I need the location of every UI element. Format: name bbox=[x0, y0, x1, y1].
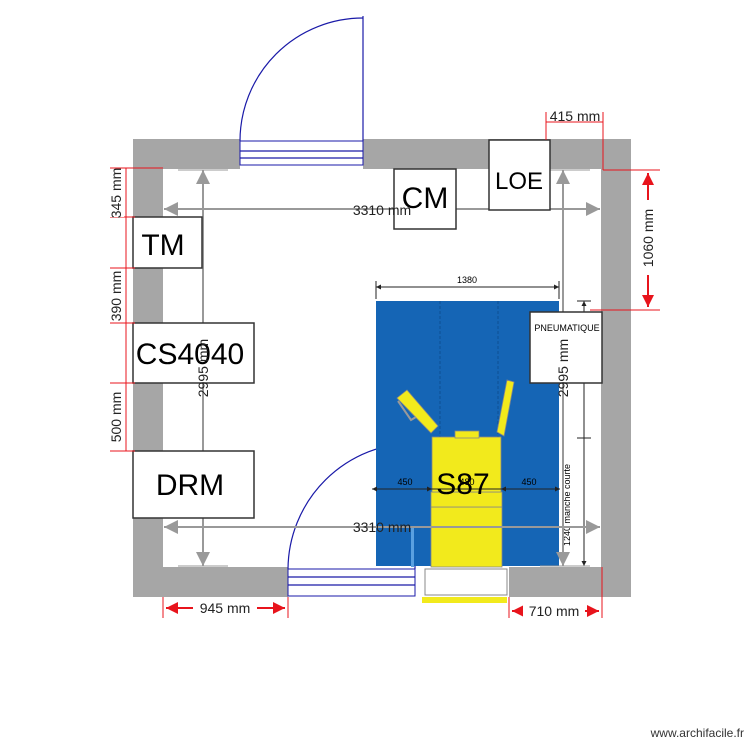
left-upper-dim-label: 345 mm bbox=[108, 168, 124, 219]
s87-label: S87 bbox=[436, 468, 489, 501]
pneumatique-box bbox=[529, 311, 603, 384]
door-top-frame bbox=[239, 140, 364, 166]
exterior-dimensions: 415 mm 1060 mm 345 mm 390 mm 500 mm 945 … bbox=[106, 108, 660, 619]
loe-label: LOE bbox=[495, 168, 543, 195]
machine-lid-right bbox=[496, 379, 515, 437]
bottom-right-dim-label: 710 mm bbox=[529, 603, 580, 619]
machine-left-label: 450 bbox=[397, 477, 412, 487]
loe-box bbox=[488, 139, 551, 211]
cm-box bbox=[393, 168, 457, 230]
left-lower-dim-label: 500 mm bbox=[108, 392, 124, 443]
interior-dimension-labels: 3310 mm 3310 mm 2995 mm 2995 mm bbox=[195, 202, 571, 535]
door-bottom-frame bbox=[287, 568, 416, 597]
machine-yellow-base bbox=[430, 506, 503, 568]
machine-center-label: 480 bbox=[459, 477, 474, 487]
machine-yellow-strip bbox=[422, 597, 507, 603]
equipment: CM LOE TM CS4040 DRM PNEUMATIQUE S87 bbox=[132, 139, 603, 519]
door-top-swing bbox=[239, 17, 364, 142]
walls bbox=[133, 139, 631, 597]
machine-yellow-body bbox=[431, 436, 502, 493]
bottom-left-dim-label: 945 mm bbox=[200, 600, 251, 616]
machine-width-label: 1380 bbox=[457, 275, 477, 285]
site-credit: www.archifacile.fr bbox=[650, 726, 744, 740]
drm-box bbox=[132, 450, 255, 519]
drm-label: DRM bbox=[156, 469, 224, 502]
wall-right bbox=[601, 139, 631, 597]
cs4040-label: CS4040 bbox=[136, 338, 244, 371]
width-top-label: 3310 mm bbox=[353, 202, 411, 218]
machine-lid-left bbox=[396, 389, 439, 434]
wall-bottom-right bbox=[509, 567, 631, 597]
wall-opening bbox=[424, 568, 508, 596]
cm-label: CM bbox=[402, 182, 449, 215]
machine-right-label: 450 bbox=[521, 477, 536, 487]
wall-bottom-left bbox=[133, 567, 288, 597]
tm-box bbox=[132, 216, 203, 269]
cs4040-box bbox=[132, 322, 255, 384]
top-right-dim-label: 415 mm bbox=[550, 108, 601, 124]
pneumatique-label: PNEUMATIQUE bbox=[534, 323, 599, 333]
tm-label: TM bbox=[141, 229, 184, 262]
right-height-label: 1060 mm bbox=[640, 209, 656, 267]
height-left-label: 2995 mm bbox=[195, 339, 211, 397]
door-top bbox=[239, 16, 364, 166]
width-bottom-label: 3310 mm bbox=[353, 519, 411, 535]
height-right-label: 2995 mm bbox=[555, 339, 571, 397]
left-middle-dim-label: 390 mm bbox=[108, 271, 124, 322]
